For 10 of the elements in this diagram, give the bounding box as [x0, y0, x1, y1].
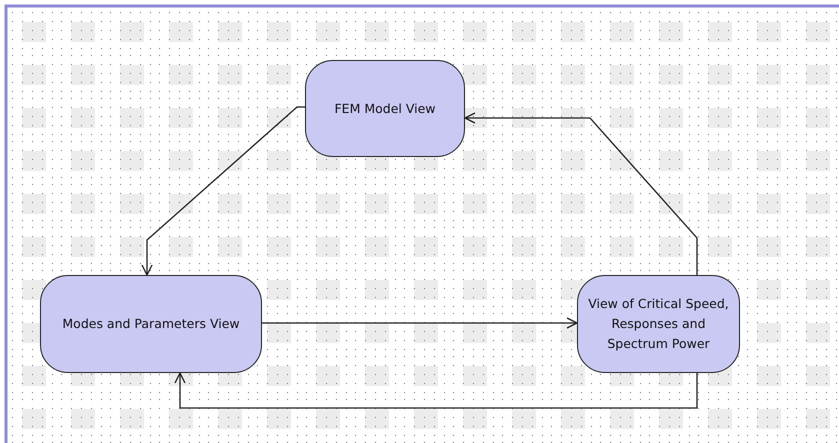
rounded-view-box — [577, 275, 740, 373]
arrow — [464, 112, 698, 275]
node-label: FEM Model View — [333, 100, 436, 118]
rounded-view-box — [40, 275, 262, 373]
arrow — [262, 317, 578, 329]
arrow — [141, 106, 305, 276]
node-label: Modes and Parameters View — [61, 315, 241, 333]
node-label: View of Critical Speed, Responses and Spectrum Power — [587, 295, 730, 353]
rounded-view-box — [305, 60, 465, 157]
arrow — [174, 372, 698, 409]
